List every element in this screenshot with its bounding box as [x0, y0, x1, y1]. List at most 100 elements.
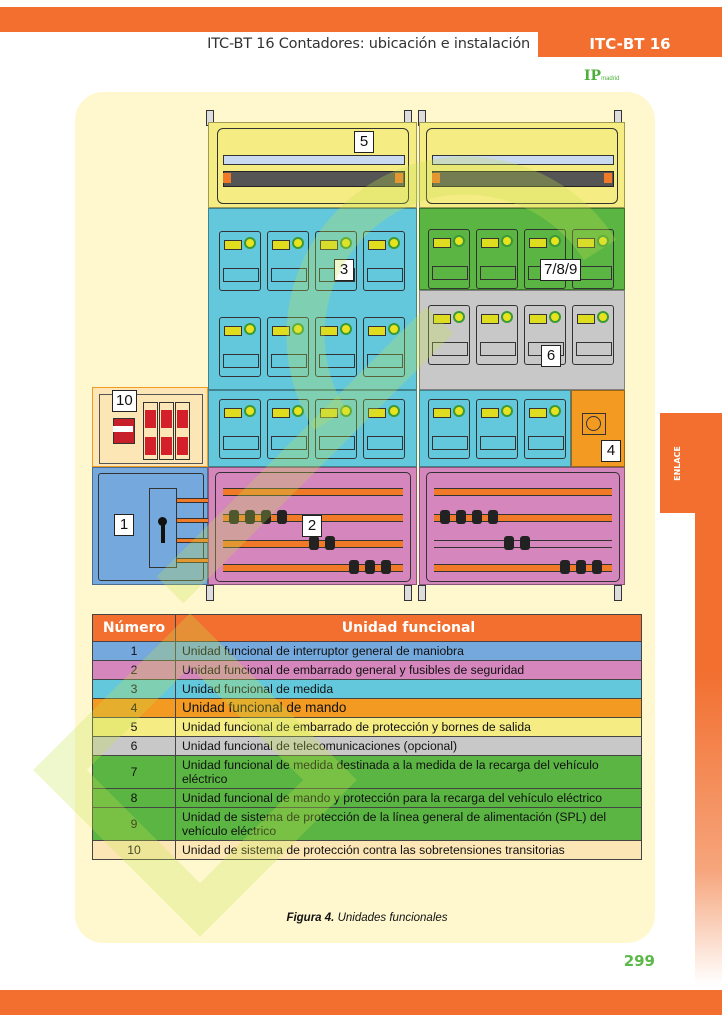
- fuse: [592, 560, 602, 574]
- meter: [219, 231, 261, 291]
- unit-number: 1: [92, 641, 176, 661]
- enclosure-outline: [217, 128, 409, 204]
- enclosure-outline: [426, 128, 618, 204]
- control-device: [582, 413, 606, 435]
- unit-number: 5: [92, 717, 176, 737]
- label-unit-7-8-9: 7/8/9: [540, 259, 582, 281]
- end-stop: [223, 173, 231, 183]
- mounting-lug: [206, 585, 214, 601]
- zone-unit-7-8-9: [419, 208, 625, 290]
- cable: [176, 538, 210, 543]
- zone-unit-3-upper: [208, 208, 417, 390]
- unit-description: Unidad funcional de embarrado de protecc…: [175, 717, 642, 737]
- fuse: [488, 510, 498, 524]
- surge-protector-band: [113, 426, 133, 432]
- fuse: [229, 510, 239, 524]
- section-tab: [660, 413, 722, 513]
- label-unit-5: 5: [354, 131, 374, 153]
- busbar: [223, 488, 403, 496]
- zone-unit-2-right: [419, 467, 625, 585]
- meter: [572, 305, 614, 365]
- label-unit-1: 1: [114, 514, 134, 536]
- busbar: [434, 564, 612, 572]
- label-unit-6: 6: [541, 345, 561, 367]
- caption-text: Unidades funcionales: [334, 912, 448, 924]
- unit-description: Unidad funcional de mando y protección p…: [175, 788, 642, 808]
- dial-icon: [586, 416, 601, 431]
- cable: [176, 558, 210, 563]
- fuse: [261, 510, 271, 524]
- fuse: [560, 560, 570, 574]
- fuse: [309, 536, 319, 550]
- logo-mark: IP: [584, 68, 602, 84]
- meter: [476, 305, 518, 365]
- protection-busbar: [432, 155, 614, 165]
- terminal-block-row: [223, 171, 405, 187]
- cable: [176, 498, 210, 503]
- fuse: [245, 510, 255, 524]
- enclosure-outline: [98, 473, 204, 581]
- meter: [363, 317, 405, 377]
- zone-unit-3-lower: [208, 390, 417, 467]
- unit-number: 4: [92, 698, 176, 718]
- fuse: [349, 560, 359, 574]
- enclosure-outline: [99, 394, 203, 464]
- logo-text: madrid: [601, 76, 620, 82]
- meter: [428, 399, 470, 459]
- unit-description: Unidad funcional de medida: [175, 679, 642, 699]
- fuse: [365, 560, 375, 574]
- unit-number: 7: [92, 755, 176, 789]
- label-unit-3: 3: [334, 259, 354, 281]
- meter: [315, 399, 357, 459]
- meter: [363, 231, 405, 291]
- fuse: [456, 510, 466, 524]
- fuse: [520, 536, 530, 550]
- fuse: [277, 510, 287, 524]
- zone-unit-1: [92, 467, 210, 585]
- enclosure-outline: [426, 472, 620, 582]
- meter: [267, 399, 309, 459]
- enclosure-outline: [215, 472, 411, 582]
- label-unit-2: 2: [302, 515, 322, 537]
- zone-unit-3-right: [419, 390, 571, 467]
- switch-handle-icon: [158, 517, 167, 526]
- unit-description: Unidad funcional de interruptor general …: [175, 641, 642, 661]
- page-number: 299: [623, 952, 655, 970]
- unit-description: Unidad funcional de telecomunicaciones (…: [175, 736, 642, 756]
- zone-unit-5-right: [419, 122, 625, 208]
- unit-description: Unidad de sistema de protección contra l…: [175, 840, 642, 860]
- unit-description: Unidad funcional de mando: [175, 698, 642, 718]
- meter: [315, 317, 357, 377]
- mounting-lug: [614, 585, 622, 601]
- fuse-holder: [175, 402, 190, 460]
- unit-number: 8: [92, 788, 176, 808]
- mounting-lug: [418, 585, 426, 601]
- zone-unit-10: [92, 387, 208, 467]
- fuse: [440, 510, 450, 524]
- meter: [476, 229, 518, 289]
- end-stop: [395, 173, 403, 183]
- fuse: [325, 536, 335, 550]
- unit-number: 6: [92, 736, 176, 756]
- unit-description: Unidad funcional de embarrado general y …: [175, 660, 642, 680]
- meter: [428, 305, 470, 365]
- meter: [524, 305, 566, 365]
- zone-unit-5-left: [208, 122, 417, 208]
- meter: [219, 399, 261, 459]
- meter: [315, 231, 357, 291]
- main-switch: [149, 488, 177, 568]
- column-header-number: Número: [92, 614, 176, 642]
- fuse: [504, 536, 514, 550]
- header-tab: [538, 7, 722, 57]
- meter: [476, 399, 518, 459]
- label-unit-4: 4: [601, 440, 621, 462]
- unit-number: 9: [92, 807, 176, 841]
- fuse: [472, 510, 482, 524]
